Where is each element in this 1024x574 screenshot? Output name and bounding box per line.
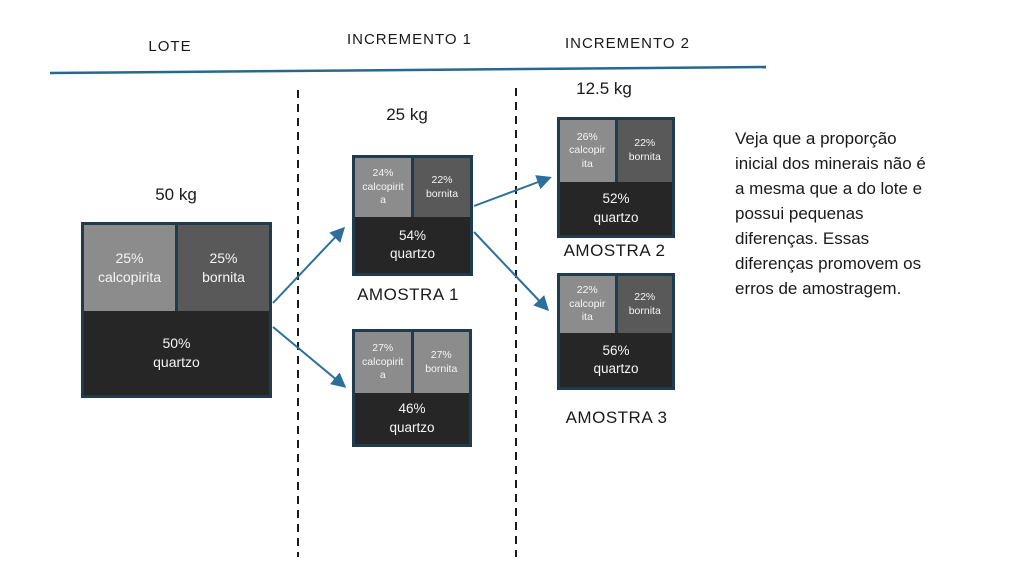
increment1-lower-bornita-cell: 27% bornita (413, 332, 469, 393)
arrow-amostra1-to-amostra2-icon (473, 175, 552, 207)
lote-bornita-cell: 25% bornita (178, 225, 269, 311)
amostra1-calcopirita-cell: 24% calcopirit a (355, 158, 414, 217)
amostra2-weight-label: 12.5 kg (576, 79, 632, 98)
lote-top-row: 25% calcopirita 25% bornita (84, 225, 269, 311)
amostra1-bornita-cell: 22% bornita (414, 158, 470, 217)
lote-box: 25% calcopirita 25% bornita 50% quartzo (81, 222, 272, 398)
annotation-text: Veja que a proporção inicial dos minerai… (735, 129, 926, 298)
amostra3-box: 22% calcopir ita 22% bornita 56% quartzo (557, 273, 675, 390)
lote-quartzo-cell: 50% quartzo (84, 311, 269, 395)
arrow-amostra1-to-amostra3-icon (473, 231, 550, 312)
arrow-lote-to-amostra1-icon (272, 226, 346, 304)
increment1-lower-top-row: 27% calcopirit a 27% bornita (355, 332, 469, 393)
lote-weight-label: 50 kg (155, 185, 197, 204)
amostra2-bornita-cell: 22% bornita (617, 120, 672, 182)
amostra1-box: 24% calcopirit a 22% bornita 54% quartzo (352, 155, 473, 276)
header-incremento-2: INCREMENTO 2 (564, 35, 691, 52)
amostra3-quartzo-cell: 56% quartzo (560, 333, 672, 387)
amostra1-top-row: 24% calcopirit a 22% bornita (355, 158, 470, 217)
amostra3-bornita-cell: 22% bornita (617, 276, 672, 333)
amostra3-label: AMOSTRA 3 (565, 408, 668, 427)
amostra2-label: AMOSTRA 2 (563, 241, 666, 260)
amostra3-top-row: 22% calcopir ita 22% bornita (560, 276, 672, 333)
amostra1-label: AMOSTRA 1 (357, 285, 459, 304)
header-underline (49, 65, 767, 75)
increment1-lower-box: 27% calcopirit a 27% bornita 46% quartzo (352, 329, 472, 447)
header-lote: LOTE (148, 38, 192, 55)
arrow-lote-to-lower-box-icon (272, 326, 347, 388)
amostra1-weight-label: 25 kg (386, 105, 428, 124)
increment1-lower-calcopirita-cell: 27% calcopirit a (355, 332, 414, 393)
increment1-lower-quartzo-cell: 46% quartzo (355, 393, 469, 444)
amostra2-calcopirita-cell: 26% calcopir ita (560, 120, 618, 182)
amostra2-box: 26% calcopir ita 22% bornita 52% quartzo (557, 117, 675, 238)
amostra3-calcopirita-cell: 22% calcopir ita (560, 276, 618, 333)
header-incremento-1: INCREMENTO 1 (346, 31, 473, 48)
lote-calcopirita-cell: 25% calcopirita (84, 225, 178, 311)
amostra2-quartzo-cell: 52% quartzo (560, 182, 672, 235)
amostra1-quartzo-cell: 54% quartzo (355, 217, 470, 273)
amostra2-top-row: 26% calcopir ita 22% bornita (560, 120, 672, 182)
